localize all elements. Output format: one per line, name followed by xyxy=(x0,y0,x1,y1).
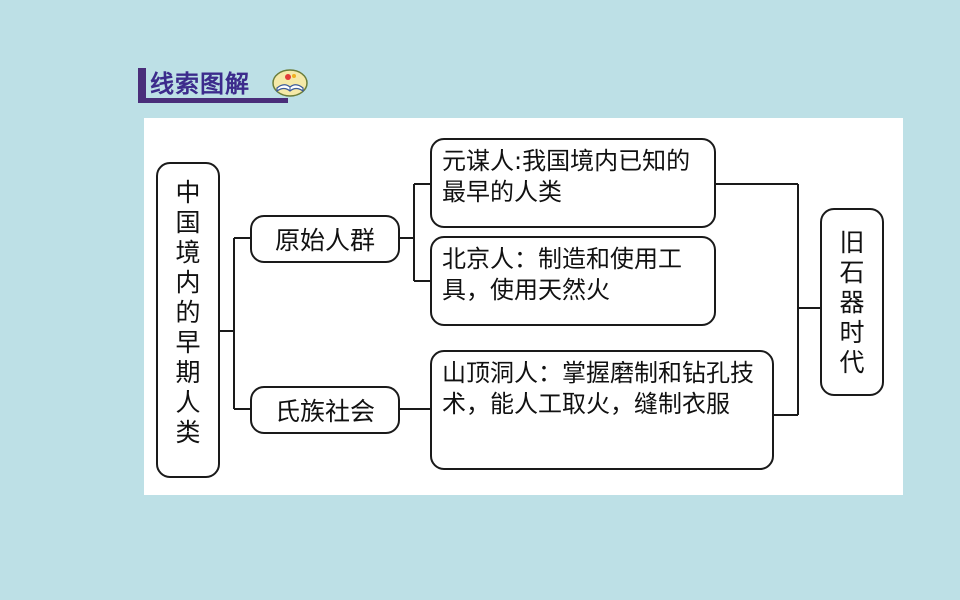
item-text: 山顶洞人：掌握磨制和钻孔技术，能人工取火，缝制衣服 xyxy=(442,359,754,418)
header-accent-bar xyxy=(138,68,146,102)
branch-label: 氏族社会 xyxy=(274,397,375,426)
root-label: 中国境内的早期人类 xyxy=(175,178,201,447)
item-node-upper-cave: 山顶洞人：掌握磨制和钻孔技术，能人工取火，缝制衣服 xyxy=(430,350,774,470)
header-underline xyxy=(138,98,288,103)
item-text: 元谋人:我国境内已知的最早的人类 xyxy=(442,147,691,206)
item-node-peking-man: 北京人：制造和使用工具，使用天然火 xyxy=(430,236,716,326)
conclusion-node: 旧石器时代 xyxy=(820,208,884,396)
connector-lines xyxy=(220,183,820,416)
section-header: 线索图解 xyxy=(138,64,298,104)
item-text: 北京人：制造和使用工具，使用天然火 xyxy=(442,245,682,304)
open-book-icon xyxy=(272,69,308,97)
conclusion-label: 旧石器时代 xyxy=(839,228,865,377)
diagram-panel: 中国境内的早期人类 原始人群 氏族社会 元谋人:我国境内已知的最早的人类 北京人… xyxy=(144,118,903,495)
section-title: 线索图解 xyxy=(150,70,250,98)
branch-node-primitive-groups: 原始人群 xyxy=(250,215,400,263)
root-node: 中国境内的早期人类 xyxy=(156,162,220,478)
item-node-yuanmou: 元谋人:我国境内已知的最早的人类 xyxy=(430,138,716,228)
branch-label: 原始人群 xyxy=(274,226,375,255)
branch-node-clan-society: 氏族社会 xyxy=(250,386,400,434)
